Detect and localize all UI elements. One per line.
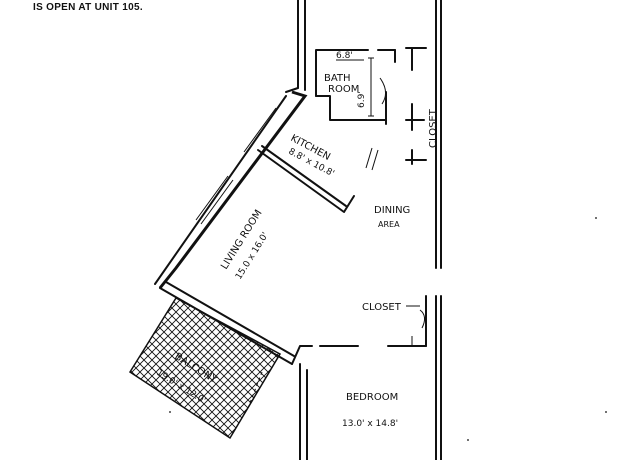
- bath-name-line2: ROOM: [328, 84, 359, 95]
- bath-room-walls: [315, 49, 396, 125]
- balcony-area: [128, 297, 282, 440]
- bath-depth-dim: 6.9': [357, 91, 367, 108]
- exterior-walls: [154, 0, 442, 461]
- balcony-railing-dots: [247, 371, 263, 409]
- bath-name-line1: BATH: [324, 73, 351, 84]
- scan-specks: [169, 217, 607, 441]
- living-room-windows: [195, 107, 277, 225]
- dining-name-line2: AREA: [378, 220, 400, 229]
- kitchen-walls: [257, 145, 379, 213]
- bedroom-label: BEDROOM: [346, 392, 398, 403]
- dining-name-line1: DINING: [374, 205, 410, 216]
- bedroom-dims: 13.0' x 14.8': [342, 419, 398, 429]
- main-closet-walls: [405, 47, 427, 165]
- header-note: IS OPEN AT UNIT 105.: [33, 2, 143, 13]
- hall-closet-label: CLOSET: [362, 302, 402, 313]
- main-closet-label: CLOSET: [428, 108, 439, 148]
- bath-width-dim: 6.8': [336, 51, 353, 61]
